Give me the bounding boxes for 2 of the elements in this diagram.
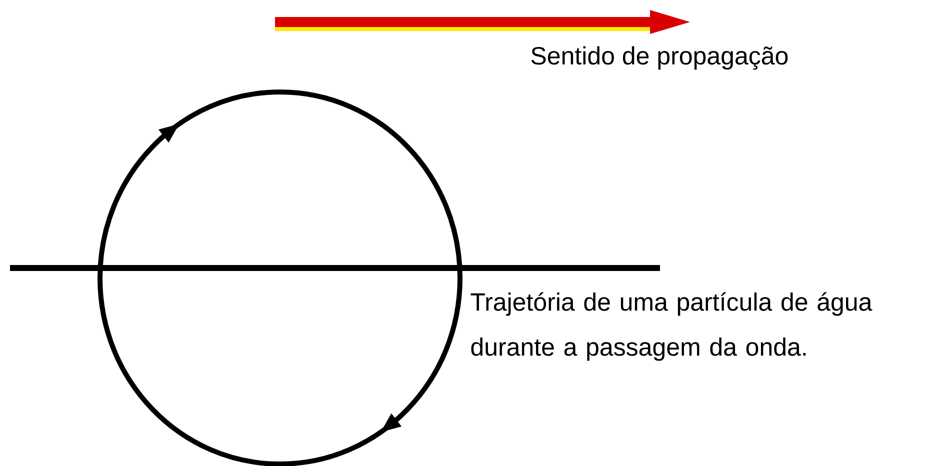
caption-text: Trajetória de uma partícula de água durante a passagem da onda. (470, 292, 872, 361)
caption-text: Sentido de propagação (531, 46, 788, 70)
